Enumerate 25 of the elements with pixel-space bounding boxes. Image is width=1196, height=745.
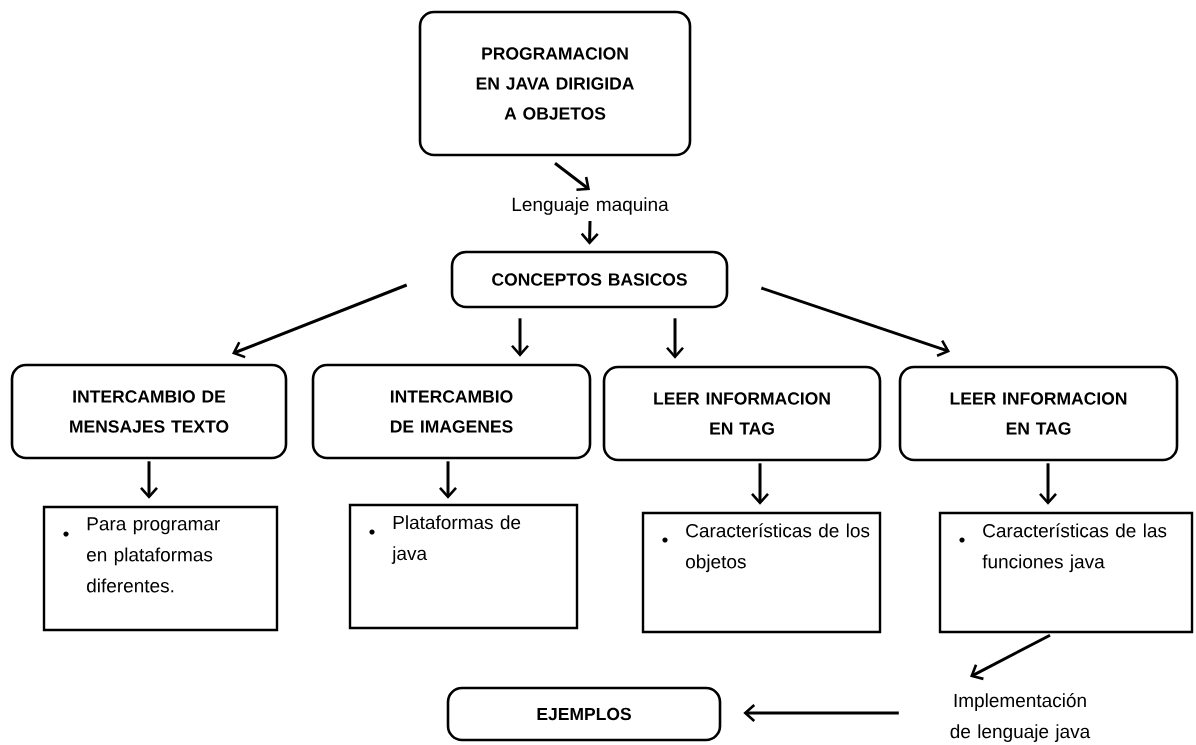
heading-box: LEER INFORMACION EN TAG: [602, 365, 882, 462]
arrow: [743, 704, 899, 722]
arrow: [140, 461, 158, 499]
heading-box: PROGRAMACION EN JAVA DIRIGIDA A OBJETOS: [418, 10, 692, 157]
text-label: Lenguaje maquina: [512, 197, 669, 215]
bullet-box: Para programar en plataformas diferentes.: [42, 505, 279, 632]
bullet-box: Características de los objetos: [641, 511, 882, 634]
arrow: [970, 633, 1051, 681]
arrow: [751, 463, 769, 505]
arrow: [439, 461, 457, 499]
arrow: [666, 318, 684, 359]
heading-box: LEER INFORMACION EN TAG: [898, 365, 1179, 462]
text-label: Implementación de lenguaje java: [950, 693, 1091, 742]
arrow: [1039, 463, 1057, 505]
arrow: [554, 162, 590, 191]
arrow: [511, 318, 529, 357]
heading-box: CONCEPTOS BASICOS: [450, 250, 729, 309]
arrow: [760, 286, 950, 357]
arrow: [232, 283, 408, 359]
heading-box: INTERCAMBIO DE IMAGENES: [311, 363, 592, 460]
bullet-box: Características de las funciones java: [938, 511, 1194, 634]
arrow: [580, 221, 599, 245]
heading-box: INTERCAMBIO DE MENSAJES TEXTO: [10, 363, 288, 460]
heading-box: EJEMPLOS: [446, 686, 722, 742]
bullet-box: Plataformas de java: [348, 503, 579, 630]
